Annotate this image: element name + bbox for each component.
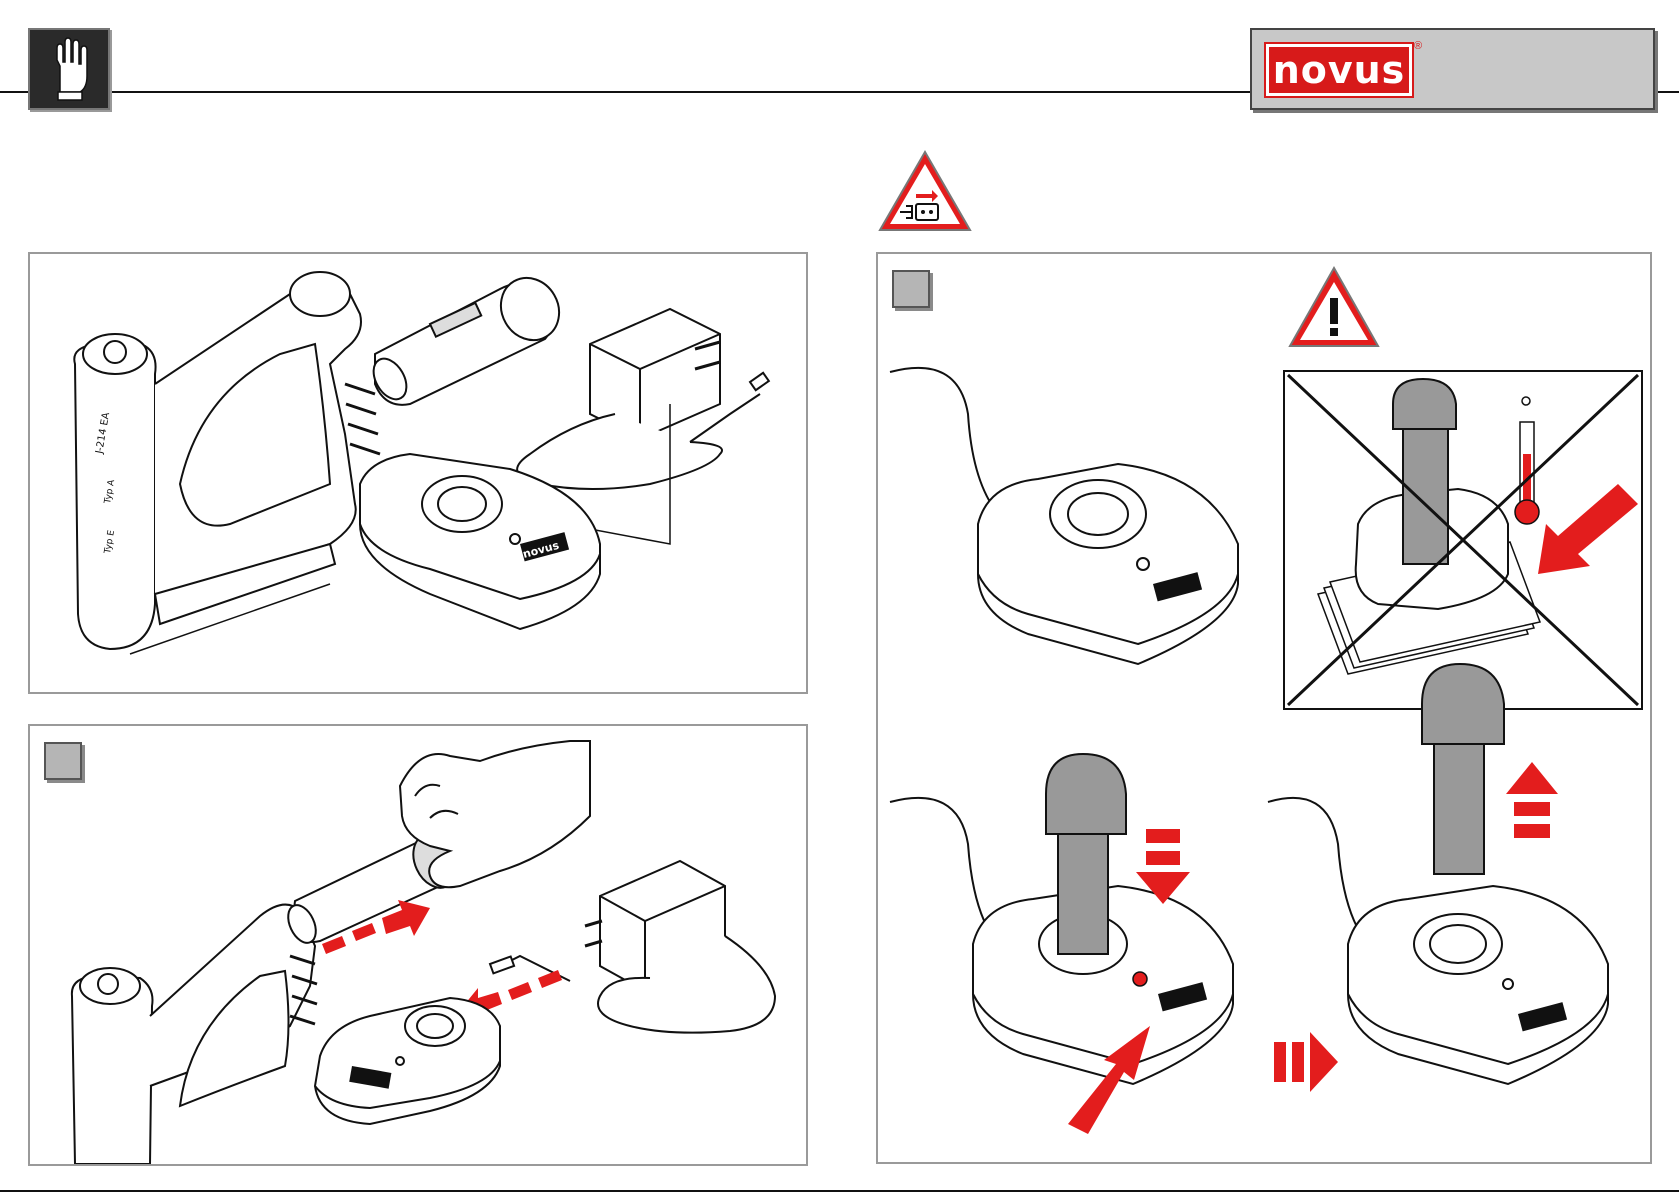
unplug-warning-icon [876,148,974,234]
power-adapter [490,861,775,1033]
registered-mark: ® [1414,40,1422,52]
contents-illustration: J-214 EA Typ A Typ E [30,254,806,692]
hand-icon-box [28,28,110,110]
charger-base [315,998,500,1124]
step1-illustration [30,726,806,1164]
stapler-tool [72,905,317,1164]
panel-step-1 [28,724,808,1166]
charging-illustration [878,254,1650,1162]
brand-logo: novus [1266,44,1412,96]
panel-contents: J-214 EA Typ A Typ E [28,252,808,694]
battery-pack [367,267,570,405]
hand-icon [30,30,108,108]
charger-with-battery [890,754,1233,1084]
brand-header-box: novus ® [1250,28,1655,110]
charger-empty [890,368,1238,664]
no-heat-warning-panel [1284,371,1642,709]
panel-step-2 [876,252,1652,1164]
stapler-tool [74,272,380,654]
remove-up-arrow [1506,762,1558,838]
power-adapter [517,309,769,489]
next-step-arrow [1274,1032,1338,1092]
